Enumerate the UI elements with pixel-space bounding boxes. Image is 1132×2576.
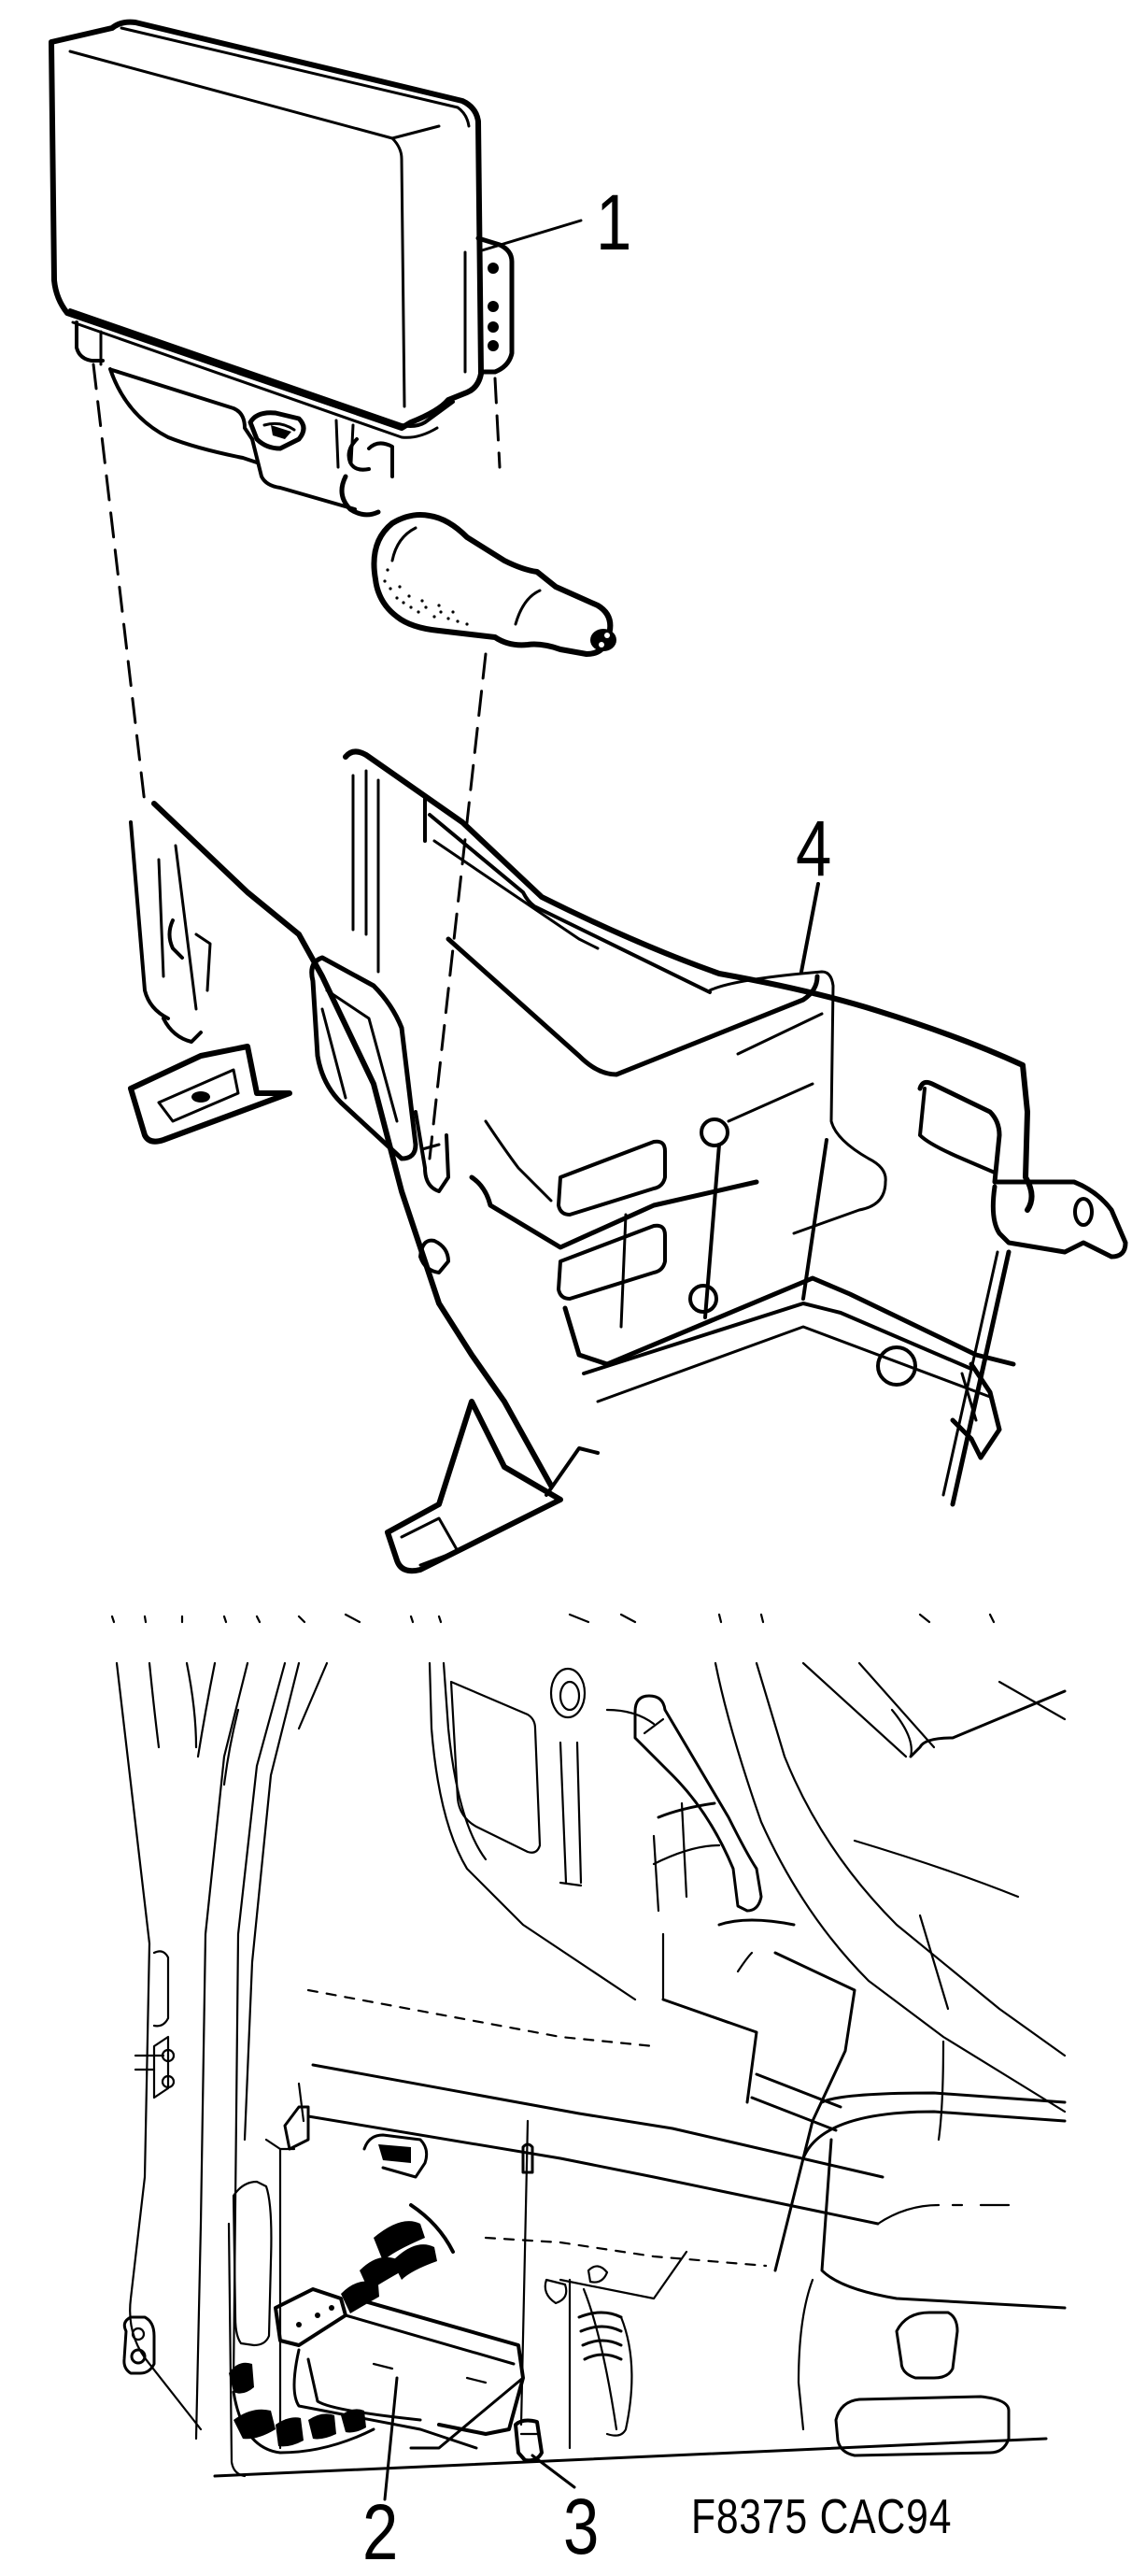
figure-reference-code: F8375 CAC94 bbox=[691, 2490, 953, 2544]
vehicle-interior-drawing bbox=[115, 1661, 1067, 2478]
stud-and-nut-drawing bbox=[514, 2119, 544, 2463]
connector-plug-drawing bbox=[339, 441, 616, 657]
leader-line-4 bbox=[799, 882, 820, 974]
panel-separator bbox=[110, 1613, 996, 1624]
callout-4: 4 bbox=[796, 804, 832, 892]
control-unit-installed-drawing bbox=[274, 2287, 525, 2450]
alignment-lines bbox=[92, 363, 502, 1160]
leader-line-1 bbox=[480, 219, 583, 252]
callout-1: 1 bbox=[596, 178, 632, 266]
callout-2: 2 bbox=[362, 2488, 399, 2576]
callout-3: 3 bbox=[563, 2483, 600, 2570]
leader-line-3 bbox=[531, 2454, 576, 2489]
mounting-bracket-drawing bbox=[128, 748, 1128, 1574]
wiring-harness bbox=[229, 2203, 455, 2455]
control-unit-drawing bbox=[49, 19, 515, 511]
leader-line-2 bbox=[383, 2376, 399, 2501]
